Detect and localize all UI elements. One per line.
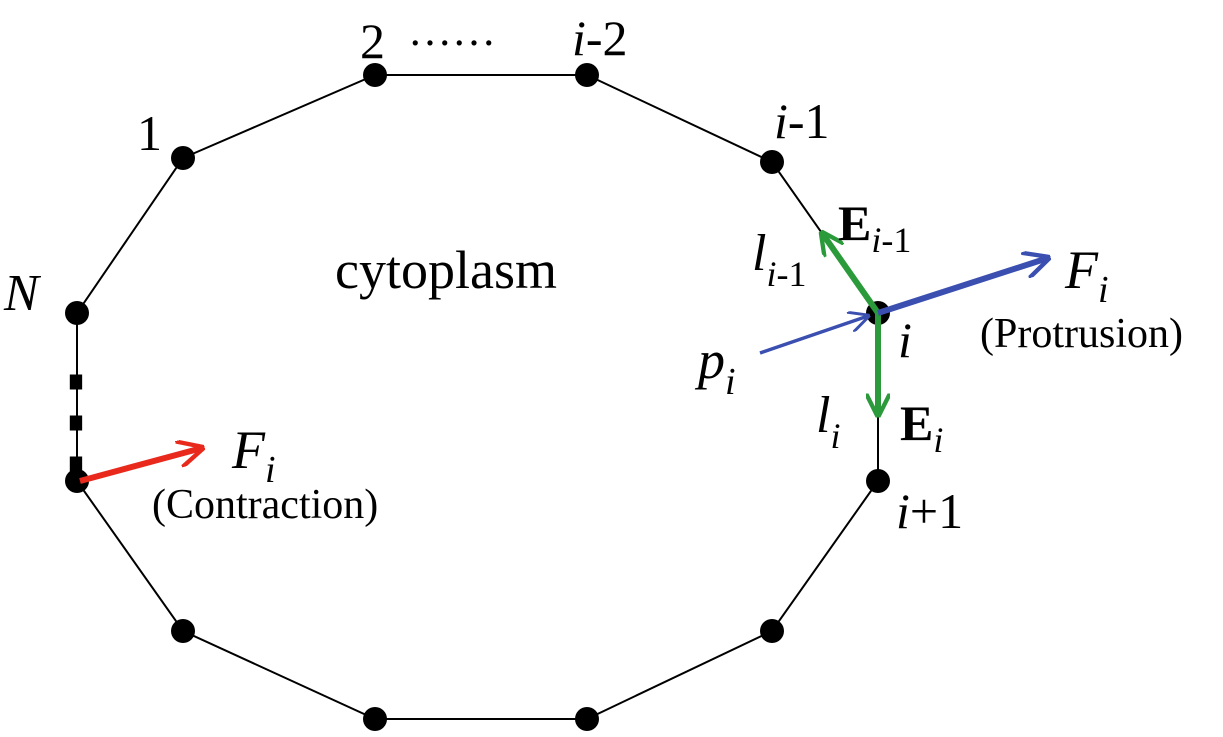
node-bottom-2 bbox=[575, 707, 599, 731]
l-i-main: l bbox=[816, 387, 830, 444]
node-bottom-right bbox=[760, 619, 784, 643]
l-i-sub: i bbox=[830, 416, 840, 456]
node-i-minus-2 bbox=[575, 63, 599, 87]
node-2-label: 2 bbox=[360, 13, 385, 69]
node-1-label: 1 bbox=[137, 105, 162, 161]
protrusion-force-arrow bbox=[877, 258, 1048, 316]
l-i-minus-1-sub-rest: -1 bbox=[776, 254, 806, 294]
left-ellipsis: ⋮ bbox=[16, 353, 136, 486]
node-contraction bbox=[65, 469, 89, 493]
F-i-protrusion-label: Fi bbox=[1064, 240, 1109, 311]
protrusion-caption: (Protrusion) bbox=[980, 311, 1183, 357]
node-bottom-1 bbox=[363, 707, 387, 731]
p-i-pointer-arrow bbox=[759, 316, 868, 355]
contraction-force-arrow bbox=[79, 448, 202, 484]
top-ellipsis: …… bbox=[408, 6, 496, 55]
F-i-contraction-main: F bbox=[231, 420, 266, 480]
F-i-contraction-sub: i bbox=[265, 449, 276, 491]
l-i-label: li bbox=[816, 387, 840, 456]
node-i-label: i bbox=[898, 312, 912, 368]
node-N bbox=[65, 301, 89, 325]
node-2 bbox=[363, 63, 387, 87]
node-i-minus-1-label: i-1 bbox=[774, 93, 830, 149]
node-i-minus-2-label-rest: -2 bbox=[586, 10, 628, 66]
edge-vector-E-i-minus-1 bbox=[822, 233, 881, 315]
E-i-minus-1-sub-i: i bbox=[871, 220, 881, 260]
node-i-minus-2-label: i-2 bbox=[572, 10, 628, 66]
E-i-minus-1-main: E bbox=[838, 195, 871, 251]
node-i-minus-1 bbox=[760, 150, 784, 174]
l-i-minus-1-sub-i: i bbox=[766, 254, 776, 294]
node-N-label: N bbox=[3, 265, 42, 322]
F-i-protrusion-main: F bbox=[1064, 240, 1099, 300]
node-i-minus-2-label-i: i bbox=[572, 10, 586, 66]
E-i-minus-1-label: Ei-1 bbox=[838, 195, 911, 260]
node-i-plus-1-label-i: i bbox=[896, 483, 910, 539]
p-i-label: pi bbox=[694, 330, 736, 403]
node-i-plus-1 bbox=[866, 469, 890, 493]
cytoplasm-label: cytoplasm bbox=[335, 240, 557, 300]
E-i-label: Ei bbox=[900, 395, 943, 460]
p-i-sub: i bbox=[725, 361, 736, 403]
E-i-sub: i bbox=[933, 420, 943, 460]
cell-polygon bbox=[76, 74, 879, 720]
l-i-minus-1-main: l bbox=[752, 225, 766, 282]
F-i-protrusion-sub: i bbox=[1098, 269, 1109, 311]
node-1 bbox=[171, 146, 195, 170]
contraction-caption: (Contraction) bbox=[152, 482, 378, 528]
E-i-minus-1-sub-rest: -1 bbox=[881, 220, 911, 260]
node-i-plus-1-label-rest: +1 bbox=[910, 483, 963, 539]
node-i-minus-1-label-rest: -1 bbox=[788, 93, 830, 149]
E-i-main: E bbox=[900, 395, 933, 451]
node-i-plus-1-label: i+1 bbox=[896, 483, 963, 539]
node-bottom-left bbox=[171, 619, 195, 643]
F-i-contraction-label: Fi bbox=[231, 420, 276, 491]
l-i-minus-1-label: li-1 bbox=[752, 225, 806, 294]
node-i-minus-1-label-i: i bbox=[774, 93, 788, 149]
p-i-main: p bbox=[694, 330, 725, 390]
